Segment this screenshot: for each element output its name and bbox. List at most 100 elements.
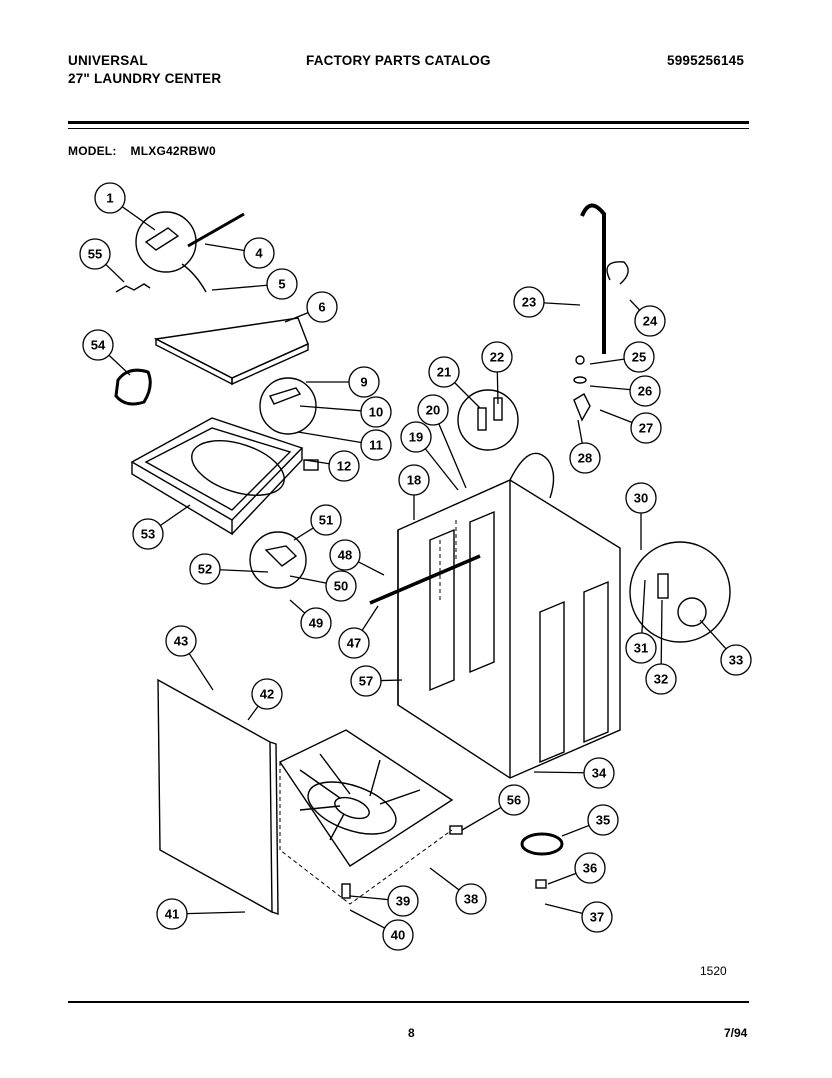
- header-rule-thin: [68, 128, 749, 129]
- callout-51: 51: [293, 504, 342, 541]
- leader-line: [660, 599, 663, 665]
- callout-28: 28: [569, 419, 601, 474]
- callout-27: 27: [599, 409, 662, 444]
- callout-label: 27: [639, 421, 653, 436]
- leader-line: [121, 206, 156, 231]
- callout-circle: [189, 553, 221, 585]
- callout-5: 5: [211, 268, 298, 300]
- leader-line: [699, 619, 727, 650]
- callout-33: 33: [699, 619, 752, 676]
- callout-label: 53: [141, 527, 155, 542]
- callout-55: 55: [79, 238, 125, 283]
- leader-line: [544, 903, 583, 914]
- leader-line: [454, 382, 481, 409]
- callout-label: 43: [174, 634, 188, 649]
- leader-line: [429, 867, 460, 891]
- callout-label: 54: [91, 338, 106, 353]
- callout-circle: [387, 885, 419, 917]
- model-label: MODEL:: [68, 144, 117, 158]
- callout-label: 47: [347, 636, 361, 651]
- parts-drawing: [114, 203, 731, 915]
- callout-circle: [574, 852, 606, 884]
- catalog-title: FACTORY PARTS CATALOG: [306, 53, 491, 68]
- model-value: MLXG42RBW0: [130, 144, 216, 158]
- callout-53: 53: [132, 504, 191, 550]
- callout-19: 19: [400, 421, 459, 491]
- callout-circle: [398, 464, 430, 496]
- callout-circle: [625, 482, 657, 514]
- callout-22: 22: [481, 341, 513, 405]
- callout-circle: [243, 237, 275, 269]
- callout-label: 34: [592, 766, 607, 781]
- leader-line: [284, 312, 309, 323]
- callout-label: 56: [507, 793, 521, 808]
- callout-label: 1: [106, 191, 113, 206]
- leader-line: [358, 561, 385, 576]
- callout-label: 40: [391, 928, 405, 943]
- footer-rule: [68, 1001, 749, 1003]
- callout-57: 57: [350, 665, 403, 697]
- callout-circle: [583, 757, 615, 789]
- leader-line: [543, 302, 581, 306]
- leader-line: [461, 806, 502, 831]
- callout-32: 32: [645, 599, 677, 695]
- callout-circle: [348, 366, 380, 398]
- callout-10: 10: [299, 396, 392, 428]
- callout-circle: [428, 356, 460, 388]
- callout-circle: [266, 268, 298, 300]
- callout-52: 52: [189, 553, 269, 585]
- page-number: 8: [408, 1026, 415, 1040]
- callout-circle: [625, 632, 657, 664]
- callout-label: 39: [396, 894, 410, 909]
- callout-circle: [165, 625, 197, 657]
- callout-49: 49: [289, 599, 332, 639]
- callout-label: 22: [490, 350, 504, 365]
- callout-circle: [513, 286, 545, 318]
- callout-label: 50: [334, 579, 348, 594]
- callout-label: 48: [338, 548, 352, 563]
- callout-circle: [400, 421, 432, 453]
- callout-24: 24: [629, 299, 666, 337]
- callout-circle: [300, 607, 332, 639]
- leader-line: [349, 909, 385, 929]
- leader-line: [599, 409, 633, 424]
- callout-37: 37: [544, 901, 613, 933]
- callout-label: 19: [409, 430, 423, 445]
- callout-36: 36: [547, 852, 606, 885]
- footer-date: 7/94: [724, 1026, 748, 1040]
- leader-line: [289, 599, 306, 614]
- callout-18: 18: [398, 464, 430, 520]
- leader-line: [438, 423, 467, 489]
- leader-line: [589, 358, 625, 365]
- callout-50: 50: [289, 570, 357, 602]
- callout-25: 25: [589, 341, 655, 373]
- leader-line: [629, 299, 641, 311]
- callout-circle: [360, 396, 392, 428]
- callout-31: 31: [625, 579, 657, 664]
- callout-circle: [132, 518, 164, 550]
- callout-circle: [338, 627, 370, 659]
- callout-54: 54: [82, 329, 131, 376]
- callout-circle: [382, 919, 414, 951]
- callout-circle: [581, 901, 613, 933]
- callout-circle: [156, 898, 188, 930]
- callout-9: 9: [306, 366, 380, 398]
- leader-line: [186, 911, 246, 915]
- callout-26: 26: [589, 375, 661, 407]
- leader-line: [349, 895, 389, 901]
- callout-label: 36: [583, 861, 597, 876]
- callout-35: 35: [561, 804, 619, 837]
- brand-name: UNIVERSAL: [68, 53, 148, 68]
- callout-label: 30: [634, 491, 648, 506]
- callout-circle: [630, 412, 662, 444]
- leader-line: [641, 579, 646, 634]
- callout-38: 38: [429, 867, 487, 915]
- callout-circle: [720, 644, 752, 676]
- leader-line: [297, 431, 362, 444]
- washer-top-drawing: [114, 368, 319, 589]
- callout-4: 4: [204, 237, 275, 269]
- leader-line: [211, 284, 268, 291]
- leader-line: [289, 575, 327, 584]
- callout-label: 4: [255, 246, 263, 261]
- callout-circle: [329, 539, 361, 571]
